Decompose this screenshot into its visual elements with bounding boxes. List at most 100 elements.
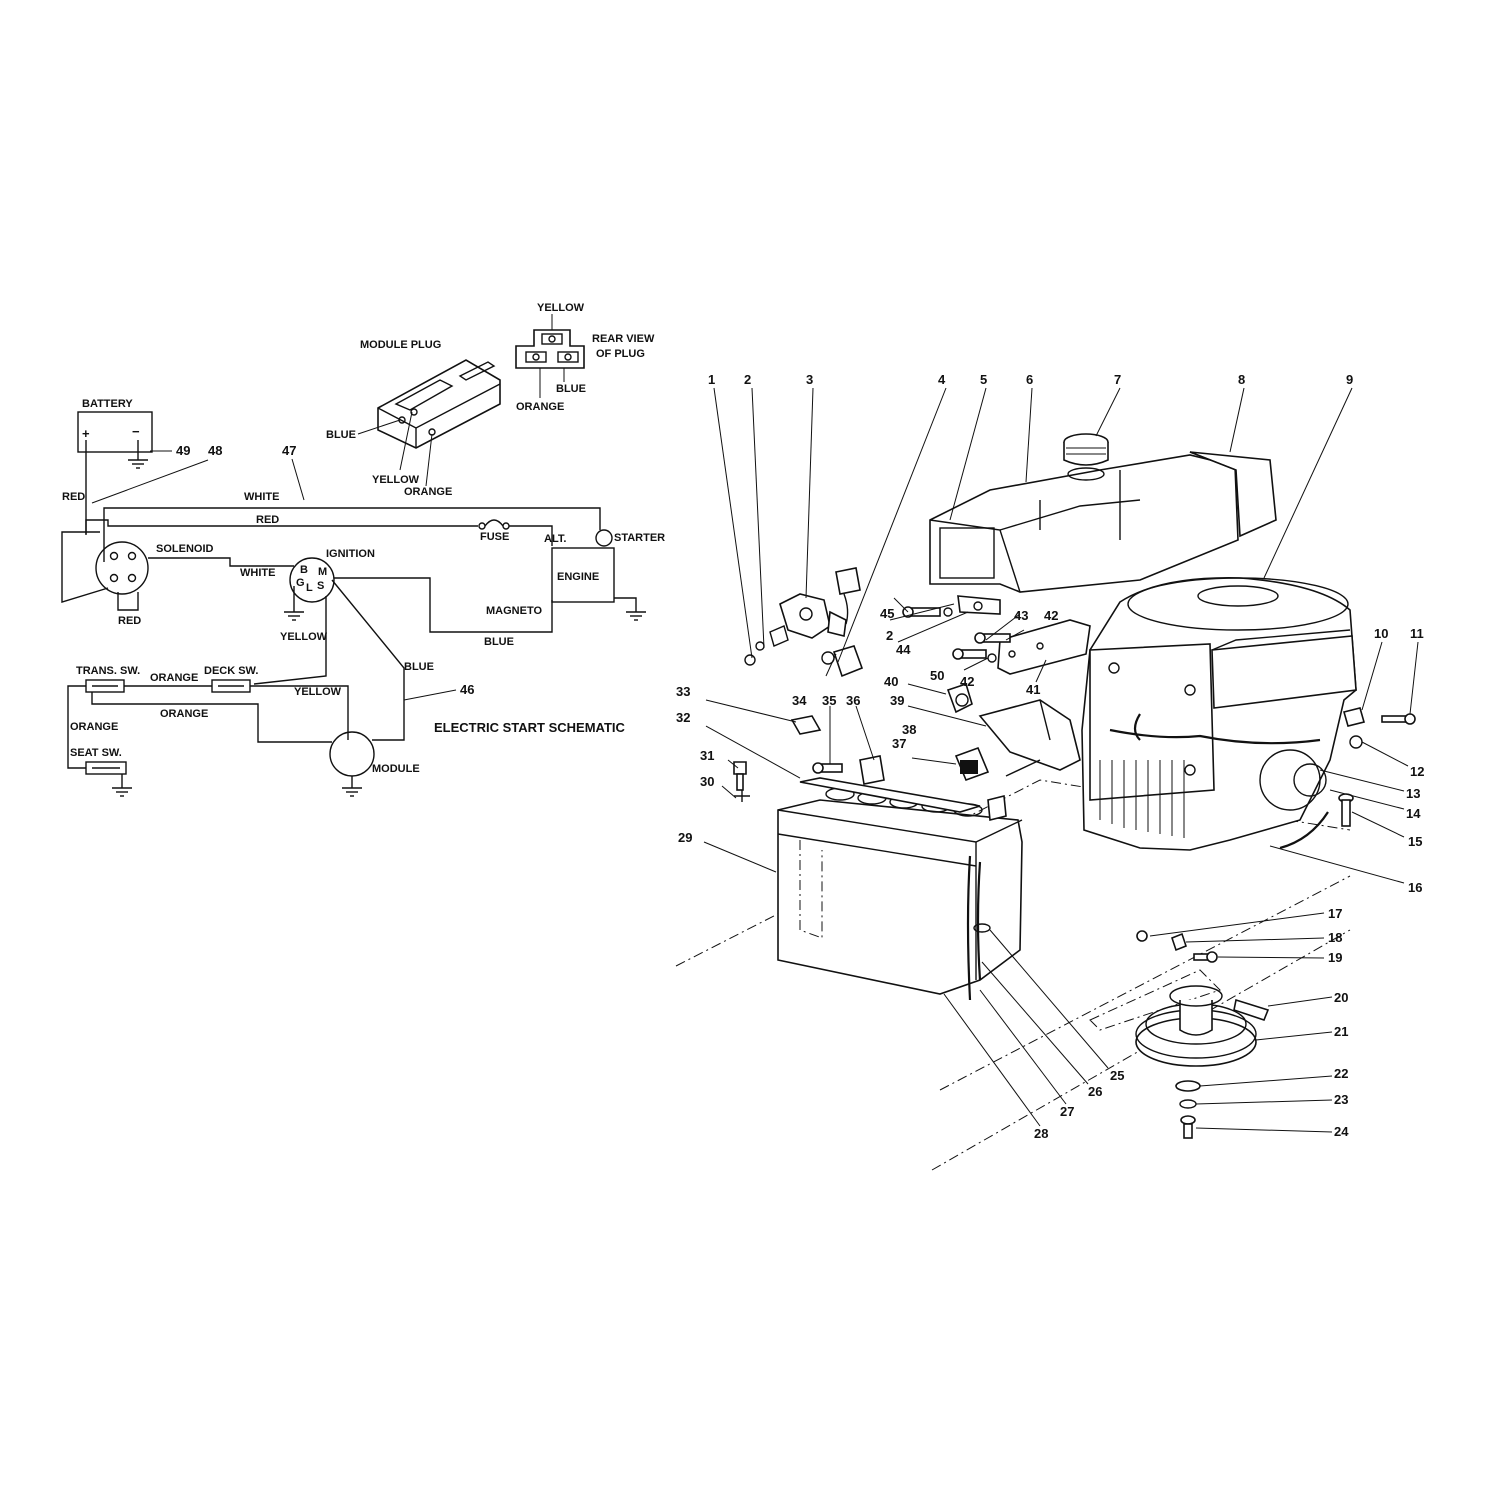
callout-14: 14 xyxy=(1406,806,1421,821)
callout-33: 33 xyxy=(676,684,690,699)
schematic-title: ELECTRIC START SCHEMATIC xyxy=(434,720,626,735)
callout-2-lower: 2 xyxy=(886,628,893,643)
callout-30: 30 xyxy=(700,774,714,789)
callout-5: 5 xyxy=(980,372,987,387)
deck-switch-label: DECK SW. xyxy=(204,665,258,677)
callout-13: 13 xyxy=(1406,786,1420,801)
callout-26: 26 xyxy=(1088,1084,1102,1099)
washer-22 xyxy=(1175,1080,1201,1092)
mounting-plate-outline xyxy=(675,779,1351,967)
ignition-terminal-b: B xyxy=(300,564,308,576)
plug-wire-yellow: YELLOW xyxy=(372,474,420,486)
callout-4: 4 xyxy=(938,372,946,387)
trans-switch-label: TRANS. SW. xyxy=(76,665,140,677)
callout-1: 1 xyxy=(708,372,715,387)
module-label: MODULE xyxy=(372,763,420,775)
starter-label: STARTER xyxy=(614,532,665,544)
wire-label-blue-1: BLUE xyxy=(484,636,514,648)
callout-29: 29 xyxy=(678,830,692,845)
callout-28: 28 xyxy=(1034,1126,1048,1141)
ignition-ground-icon xyxy=(284,586,304,621)
solenoid-symbol xyxy=(95,541,149,595)
battery-label: BATTERY xyxy=(82,398,133,410)
module-plug-illustration xyxy=(377,359,501,449)
callout-3: 3 xyxy=(806,372,813,387)
ignition-switch-symbol xyxy=(289,557,335,603)
fuse-icon xyxy=(478,519,510,530)
relay-part xyxy=(954,746,990,782)
ring-12 xyxy=(1349,735,1363,749)
callout-48-leader xyxy=(91,459,209,504)
air-intake-duct xyxy=(929,454,1239,593)
callout-38: 38 xyxy=(902,722,916,737)
callout-27: 27 xyxy=(1060,1104,1074,1119)
callout-40: 40 xyxy=(884,674,898,689)
wire-label-yellow-1: YELLOW xyxy=(280,631,328,643)
fuel-cap xyxy=(1063,433,1109,481)
callout-12: 12 xyxy=(1410,764,1424,779)
wire-label-orange-2: ORANGE xyxy=(70,721,118,733)
cover-plate xyxy=(1189,451,1277,538)
ignition-terminal-g: G xyxy=(296,577,305,589)
ignition-terminal-m: M xyxy=(318,566,327,578)
ignition-terminal-s: S xyxy=(317,580,324,592)
callout-35: 35 xyxy=(822,693,836,708)
callout-11: 11 xyxy=(1410,626,1424,641)
callout-2: 2 xyxy=(744,372,751,387)
belt-guide-20 xyxy=(1233,998,1270,1021)
magneto-label: MAGNETO xyxy=(486,605,542,617)
seat-switch-ground-icon xyxy=(112,774,132,797)
engine-ground-icon xyxy=(626,611,646,621)
wire-label-white-1: WHITE xyxy=(244,491,279,503)
callout-20: 20 xyxy=(1334,990,1348,1005)
bolt-15 xyxy=(1338,793,1354,827)
callout-6: 6 xyxy=(1026,372,1033,387)
ignition-switch-part xyxy=(744,567,861,666)
wire-label-orange-3: ORANGE xyxy=(160,708,208,720)
rear-plug-wire-orange: ORANGE xyxy=(516,401,564,413)
battery-symbol xyxy=(77,411,153,453)
callout-8: 8 xyxy=(1238,372,1245,387)
washer-30 xyxy=(734,790,750,802)
wire-label-blue-2: BLUE xyxy=(404,661,434,673)
rear-plug-illustration xyxy=(515,314,585,398)
callout-41: 41 xyxy=(1026,682,1040,697)
exploded-view-drawing: 1 2 3 4 5 6 7 8 9 10 11 12 13 14 15 16 1… xyxy=(675,372,1424,1171)
alt-label: ALT. xyxy=(544,533,566,545)
module-plug-label: MODULE PLUG xyxy=(360,339,441,351)
callout-47-leader xyxy=(291,458,305,501)
engine-symbol xyxy=(551,547,615,603)
lockwasher-23 xyxy=(1179,1099,1197,1109)
callout-17: 17 xyxy=(1328,906,1342,921)
bolt-19 xyxy=(1193,951,1218,963)
callout-25: 25 xyxy=(1110,1068,1124,1083)
callout-48: 48 xyxy=(208,443,222,458)
callout-49: 49 xyxy=(176,443,190,458)
pulley-21 xyxy=(1135,985,1257,1067)
wire-label-orange-1: ORANGE xyxy=(150,672,198,684)
callout-34: 34 xyxy=(792,693,807,708)
screw-11 xyxy=(1381,713,1416,725)
module-symbol xyxy=(329,731,375,777)
callout-32: 32 xyxy=(676,710,690,725)
engine-label: ENGINE xyxy=(557,571,599,583)
module-ground-icon xyxy=(342,776,362,797)
terminal-cover xyxy=(978,699,1081,771)
starter-symbol xyxy=(595,529,613,547)
callout-36: 36 xyxy=(846,693,860,708)
clip-18 xyxy=(1171,932,1187,952)
callout-43: 43 xyxy=(1014,608,1028,623)
callout-15: 15 xyxy=(1408,834,1422,849)
bolt-24 xyxy=(1180,1115,1196,1139)
wing-nut xyxy=(790,715,822,735)
bolt-50 xyxy=(952,648,997,663)
engine-block xyxy=(1081,577,1357,851)
callout-22: 22 xyxy=(1334,1066,1348,1081)
plug-wire-blue: BLUE xyxy=(326,429,356,441)
wire-label-white-2: WHITE xyxy=(240,567,275,579)
callout-19: 19 xyxy=(1328,950,1342,965)
bolt-35 xyxy=(812,762,843,774)
callout-21: 21 xyxy=(1334,1024,1348,1039)
bolt-31 xyxy=(733,761,747,791)
elbow-fitting xyxy=(946,682,973,714)
